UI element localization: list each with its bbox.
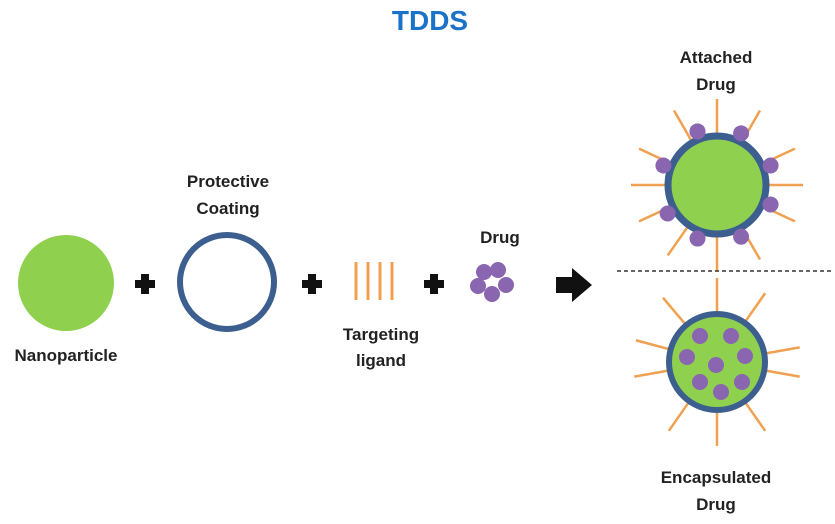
drug-molecule xyxy=(476,264,492,280)
plus-icon xyxy=(135,274,155,294)
ligand-line xyxy=(743,292,767,324)
drug-molecule xyxy=(655,157,672,174)
drug-molecule xyxy=(659,205,676,222)
nanoparticle-component: Nanoparticle xyxy=(15,235,118,365)
attached-drugs xyxy=(655,123,779,247)
drug-molecule xyxy=(692,374,708,390)
drug-molecule xyxy=(689,230,706,247)
nanoparticle-label: Nanoparticle xyxy=(15,346,118,365)
plus-icon xyxy=(424,274,444,294)
plus-icon xyxy=(302,274,322,294)
encapsulated-ligands xyxy=(634,278,800,446)
ligand-line xyxy=(635,339,671,351)
encapsulated-drugs xyxy=(679,328,753,400)
drug-molecule xyxy=(490,262,506,278)
drug-molecule xyxy=(734,374,750,390)
attached-drug-label-line1: Attached xyxy=(680,48,753,67)
ligand-line xyxy=(634,369,670,378)
encapsulated-drug-label-line1: Encapsulated xyxy=(661,468,772,487)
drug-component: Drug xyxy=(470,228,520,302)
nanoparticle-circle xyxy=(18,235,114,331)
drug-molecule xyxy=(689,123,706,140)
drug-molecule xyxy=(762,196,779,213)
targeting-ligand-label-line1: Targeting xyxy=(343,325,419,344)
drug-label: Drug xyxy=(480,228,520,247)
right-arrow-icon xyxy=(556,268,592,302)
drug-molecule xyxy=(470,278,486,294)
drug-molecule xyxy=(762,157,779,174)
drug-molecule xyxy=(713,384,729,400)
ligand-line xyxy=(667,400,691,432)
drug-molecule xyxy=(733,125,750,142)
drug-molecule xyxy=(692,328,708,344)
attached-drug-component: Attached Drug xyxy=(631,48,803,271)
targeting-ligand-label-line2: ligand xyxy=(356,351,406,370)
encapsulated-drug-label-line2: Drug xyxy=(696,495,736,514)
drug-molecule xyxy=(723,328,739,344)
encapsulated-drug-component: Encapsulated Drug xyxy=(634,278,800,514)
ligand-line xyxy=(764,369,800,378)
drug-molecule xyxy=(498,277,514,293)
ligand-line xyxy=(666,225,690,257)
drug-molecule xyxy=(737,348,753,364)
protective-coating-component: Protective Coating xyxy=(177,172,277,332)
ligand-line xyxy=(672,109,694,143)
drug-molecule xyxy=(484,286,500,302)
drug-molecule xyxy=(679,349,695,365)
coating-ring xyxy=(177,232,277,332)
ligand-line xyxy=(743,400,767,432)
protective-coating-label-line1: Protective xyxy=(187,172,269,191)
protective-coating-label-line2: Coating xyxy=(196,199,259,218)
diagram-title: TDDS xyxy=(392,5,468,36)
targeting-ligand-component: Targeting ligand xyxy=(343,262,419,370)
ligand-line xyxy=(764,346,800,355)
drug-molecule xyxy=(733,228,750,245)
ligand-line xyxy=(662,296,688,327)
drug-molecule xyxy=(708,357,724,373)
attached-drug-label-line2: Drug xyxy=(696,75,736,94)
attached-nanoparticle xyxy=(664,132,770,238)
